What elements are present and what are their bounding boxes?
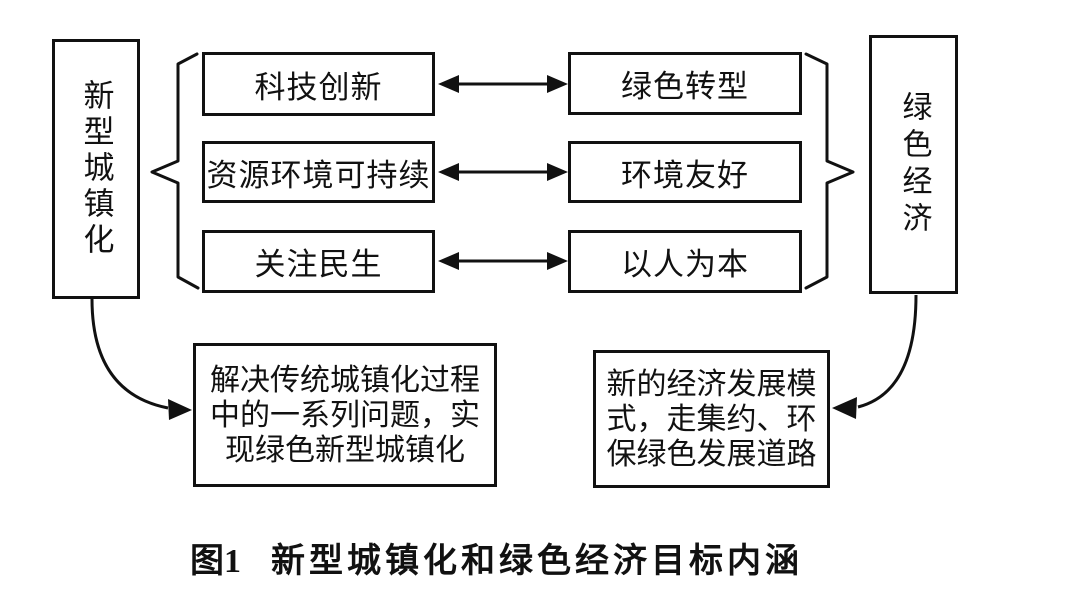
arrowhead-right-icon	[547, 75, 568, 93]
note-line: 保绿色发展道路	[606, 437, 817, 471]
caption-number: 图1	[190, 543, 241, 580]
arrowhead-left-icon	[832, 397, 857, 419]
note-line: 新的经济发展模	[606, 367, 817, 401]
arrowhead-right-icon	[547, 163, 568, 181]
note-line: 式，走集约、环	[606, 402, 817, 436]
arrowhead-right-icon	[168, 399, 192, 420]
curved-arrow-left	[90, 298, 192, 420]
box-people-oriented: 以人为本	[568, 230, 802, 293]
curved-arrow-right	[832, 294, 918, 419]
arrowhead-right-icon	[547, 252, 568, 270]
double-arrow-row-1	[438, 75, 568, 93]
box-green-transformation: 绿色转型	[568, 52, 802, 115]
double-arrow-row-2	[438, 163, 568, 181]
double-arrow-row-3	[438, 252, 568, 270]
box-tech-innovation: 科技创新	[202, 52, 435, 116]
arrowhead-left-icon	[438, 75, 459, 93]
box-green-economy: 绿色经济	[869, 35, 958, 294]
arrowhead-left-icon	[438, 163, 459, 181]
box-people-livelihood: 关注民生	[202, 230, 435, 293]
note-line: 中的一系列问题，实	[210, 398, 480, 432]
box-urbanization-note: 解决传统城镇化过程 中的一系列问题，实 现绿色新型城镇化	[193, 343, 497, 487]
caption-title: 新型城镇化和绿色经济目标内涵	[271, 543, 803, 580]
figure-caption: 图1 新型城镇化和绿色经济目标内涵	[190, 533, 803, 582]
box-resource-env-sustainability: 资源环境可持续	[202, 141, 435, 203]
box-green-economy-note: 新的经济发展模 式，走集约、环 保绿色发展道路	[593, 350, 830, 488]
note-line: 现绿色新型城镇化	[225, 433, 465, 467]
box-new-urbanization: 新型城镇化	[52, 39, 140, 299]
left-brace	[150, 52, 200, 290]
right-brace	[804, 52, 855, 290]
arrowhead-left-icon	[438, 252, 459, 270]
note-line: 解决传统城镇化过程	[210, 363, 480, 397]
box-environment-friendly: 环境友好	[568, 141, 802, 203]
